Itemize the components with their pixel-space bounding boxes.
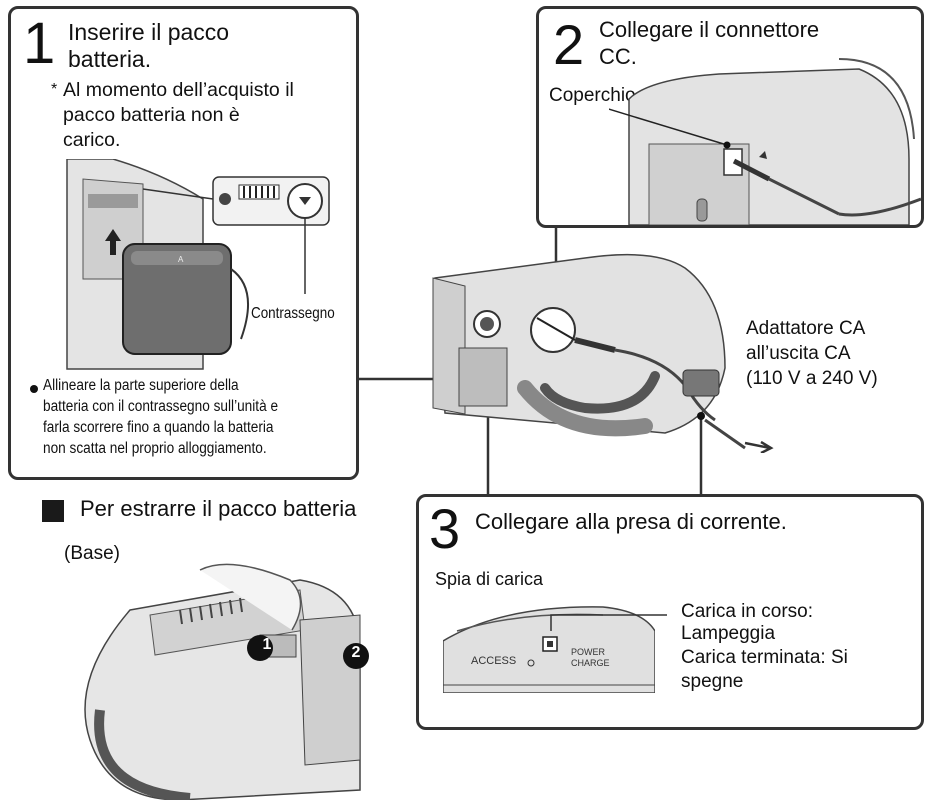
status-line4: spegne bbox=[681, 671, 744, 692]
step3-title: Collegare alla presa di corrente. bbox=[475, 509, 787, 534]
step1-title-line1: Inserire il pacco bbox=[68, 19, 230, 45]
lamp-label: Spia di carica bbox=[435, 569, 544, 589]
battery-insertion-illustration: A bbox=[66, 159, 330, 370]
remove-title: Per estrarre il pacco batteria bbox=[80, 496, 357, 521]
bullet-icon bbox=[30, 385, 38, 393]
callout-1: 1 bbox=[262, 636, 272, 653]
step1-note-line2: pacco batteria non è bbox=[63, 104, 240, 126]
base-label: (Base) bbox=[64, 543, 120, 564]
lamp-leader-line bbox=[550, 614, 667, 631]
step1-number: 1 bbox=[23, 11, 56, 76]
step2-title-line2: CC. bbox=[599, 44, 637, 69]
step2-title-line1: Collegare il connettore bbox=[599, 17, 820, 42]
status-line2: Lampeggia bbox=[681, 623, 776, 644]
step1-note-line3: carico. bbox=[63, 129, 121, 151]
step1-instruction-line2: batteria con il contrassegno sull’unità … bbox=[43, 398, 279, 415]
step3-box: 3 Collegare alla presa di corrente. Spia… bbox=[416, 494, 924, 730]
svg-text:A: A bbox=[178, 255, 184, 264]
callout-2: 2 bbox=[351, 644, 361, 661]
battery-removal-illustration bbox=[84, 563, 369, 800]
status-line1: Carica in corso: bbox=[681, 601, 813, 622]
adapter-line2: all’uscita CA bbox=[746, 343, 851, 364]
step1-note-line1: Al momento dell’acquisto il bbox=[63, 79, 294, 101]
camcorder-illustration bbox=[432, 253, 774, 453]
adapter-line3: (110 V a 240 V) bbox=[746, 368, 878, 389]
step1-instruction-line3: farla scorrere fino a quando la batteria bbox=[43, 419, 274, 436]
step1-box: 1 Inserire il pacco batteria. * Al momen… bbox=[8, 6, 359, 480]
square-bullet-icon bbox=[42, 500, 64, 522]
step1-instruction-line4: non scatta nel proprio alloggiamento. bbox=[43, 440, 267, 457]
step1-title-line2: batteria. bbox=[68, 46, 152, 72]
step2-box: 2 Collegare il connettore CC. Coperchio bbox=[536, 6, 924, 228]
access-label: ACCESS bbox=[471, 655, 517, 667]
step1-instruction-line1: Allineare la parte superiore della bbox=[43, 377, 239, 394]
mark-label: Contrassegno bbox=[251, 305, 335, 322]
step2-number: 2 bbox=[553, 13, 585, 76]
status-line3: Carica terminata: Si bbox=[681, 647, 848, 668]
dc-connector-illustration bbox=[609, 58, 921, 225]
step1-asterisk: * bbox=[51, 81, 58, 98]
adapter-line1: Adattatore CA bbox=[746, 318, 866, 339]
step3-number: 3 bbox=[429, 497, 461, 560]
cover-label: Coperchio bbox=[549, 85, 636, 106]
power-label1: POWER bbox=[571, 647, 606, 657]
power-label2: CHARGE bbox=[571, 658, 610, 668]
charge-lamp-illustration bbox=[443, 606, 655, 693]
